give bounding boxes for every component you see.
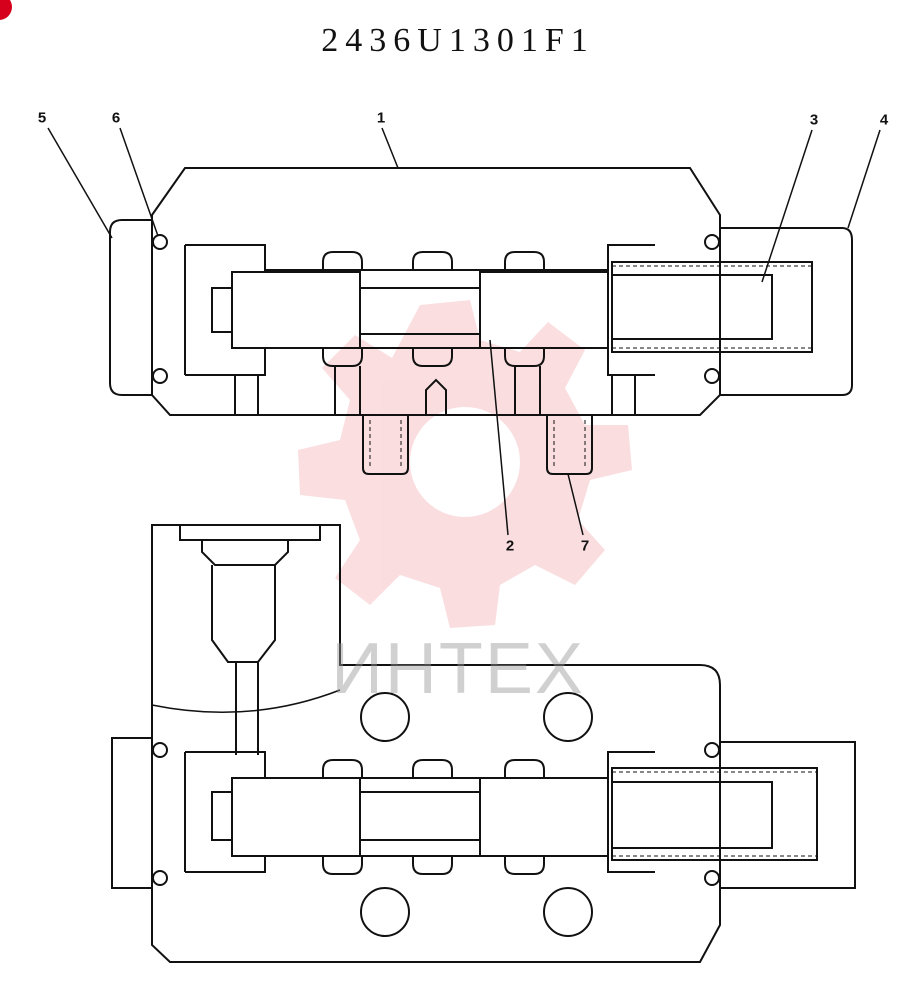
o-ring-right-upper	[704, 234, 720, 250]
right-cap-top	[720, 227, 853, 396]
corner-badge	[0, 0, 12, 20]
left-cap-top	[109, 219, 153, 396]
left-cap-bottom	[111, 737, 152, 889]
watermark-text: ИНТЕХ	[331, 629, 585, 709]
check-valve-bore	[201, 540, 289, 566]
o-ring-right-lower	[704, 368, 720, 384]
valve-body-bottom	[151, 524, 721, 963]
spool-land-left	[231, 271, 361, 349]
port-circle	[543, 887, 593, 937]
callout-7: 7	[580, 537, 590, 555]
callout-6: 6	[111, 109, 121, 127]
port-circle	[360, 692, 410, 742]
callout-1: 1	[376, 109, 386, 127]
callout-2: 2	[505, 537, 515, 555]
leader-1	[381, 127, 399, 169]
leader-5	[47, 127, 113, 239]
right-cap-bottom	[720, 741, 856, 889]
leader-2	[489, 339, 509, 536]
plug-left	[362, 415, 409, 475]
o-ring-left-lower	[152, 368, 168, 384]
port-circle	[360, 887, 410, 937]
leader-3	[761, 129, 813, 283]
leader-4	[847, 129, 881, 229]
callout-3: 3	[809, 111, 819, 129]
o-ring-left-upper	[152, 234, 168, 250]
leader-7	[567, 473, 584, 536]
bore-top	[185, 244, 655, 376]
callout-4: 4	[879, 111, 889, 129]
plug-right	[546, 415, 593, 475]
watermark-gear-icon	[298, 300, 632, 628]
callout-5: 5	[37, 109, 47, 127]
diagram-title: 2436U1301F1	[321, 22, 595, 59]
leader-6	[119, 127, 159, 237]
port-circle	[543, 692, 593, 742]
